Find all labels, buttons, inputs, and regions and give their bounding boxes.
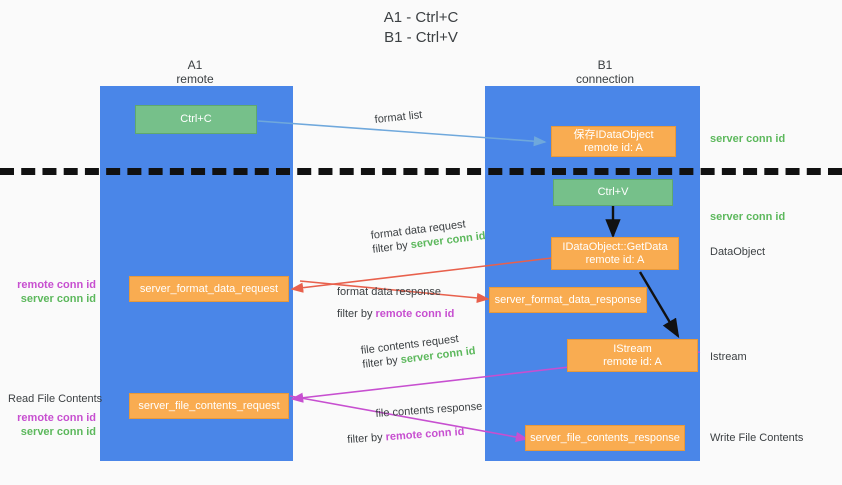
box-server-file-contents-request[interactable]: server_file_contents_request: [129, 393, 289, 419]
title-line-1: A1 - Ctrl+C: [383, 9, 459, 26]
box-server-format-data-request[interactable]: server_format_data_request: [129, 276, 289, 302]
right-label-server-conn-id-top: server conn id: [710, 133, 786, 145]
box-server-file-contents-response[interactable]: server_file_contents_response: [525, 425, 685, 451]
file-resp-filter-prefix: filter by: [346, 431, 387, 447]
title-line-2: B1 - Ctrl+V: [384, 29, 458, 46]
box-istream[interactable]: IStream remote id: A: [567, 339, 698, 372]
left-legend-top: remote conn id server conn id: [0, 278, 96, 306]
box-server-format-data-request-label: server_format_data_request: [139, 282, 279, 295]
column-a1-name: A1: [187, 58, 203, 72]
phase-separator: [0, 168, 842, 175]
box-server-format-data-response-label: server_format_data_response: [494, 293, 642, 306]
box-ctrl-v-label: Ctrl+V: [597, 186, 629, 198]
column-a1-role: remote: [176, 72, 214, 86]
left-legend-remote-conn-id-1: remote conn id: [17, 279, 96, 291]
left-label-read-file-contents: Read File Contents: [8, 393, 103, 405]
box-istream-sub: remote id: A: [603, 355, 662, 368]
left-legend-server-conn-id-1: server conn id: [20, 293, 96, 305]
box-getdata[interactable]: IDataObject::GetData remote id: A: [551, 237, 679, 270]
right-label-istream: Istream: [710, 351, 747, 363]
column-header-a1: A1 remote: [120, 58, 270, 86]
edge-label-file-contents-response: file contents response filter by remote …: [347, 400, 484, 446]
fmt-resp-filter-prefix: filter by: [337, 308, 376, 320]
right-label-write-file-contents: Write File Contents: [710, 432, 804, 444]
edge-getdata-to-istream: [638, 271, 680, 339]
left-legend-bottom: remote conn id server conn id: [0, 411, 96, 439]
fmt-resp-filter-value: remote conn id: [375, 308, 455, 320]
box-server-format-data-response[interactable]: server_format_data_response: [489, 287, 647, 313]
right-label-dataobject: DataObject: [710, 246, 766, 258]
edge-label-fmt-resp-line1: format data response: [337, 286, 441, 298]
edge-label-fmt-resp-line2: filter by remote conn id: [337, 307, 454, 321]
edge-file-contents-response: [289, 395, 529, 443]
edge-format-data-response: [299, 280, 490, 304]
edge-format-list: [257, 120, 547, 147]
box-save-idataobject-sub: remote id: A: [584, 141, 643, 154]
left-legend-server-conn-id-2: server conn id: [20, 426, 96, 438]
right-label-server-conn-id-mid: server conn id: [710, 211, 786, 223]
box-ctrl-c-label: Ctrl+C: [180, 113, 212, 125]
edge-label-format-data-response: format data response filter by remote co…: [337, 285, 454, 321]
box-getdata-title: IDataObject::GetData: [562, 240, 668, 253]
box-getdata-sub: remote id: A: [585, 253, 645, 266]
box-server-file-contents-request-label: server_file_contents_request: [138, 399, 280, 412]
box-server-file-contents-response-label: server_file_contents_response: [530, 431, 680, 444]
box-ctrl-c[interactable]: Ctrl+C: [135, 105, 257, 134]
column-b1-role: connection: [575, 72, 635, 86]
box-save-idataobject[interactable]: 保存IDataObject remote id: A: [551, 126, 676, 157]
box-save-idataobject-title: 保存IDataObject: [573, 128, 654, 141]
column-b1-name: B1: [597, 58, 613, 72]
left-legend-remote-conn-id-2: remote conn id: [17, 412, 96, 424]
box-ctrl-v[interactable]: Ctrl+V: [553, 179, 673, 206]
page-title: A1 - Ctrl+C B1 - Ctrl+V: [0, 8, 842, 48]
column-header-b1: B1 connection: [530, 58, 680, 86]
box-istream-title: IStream: [613, 342, 652, 355]
